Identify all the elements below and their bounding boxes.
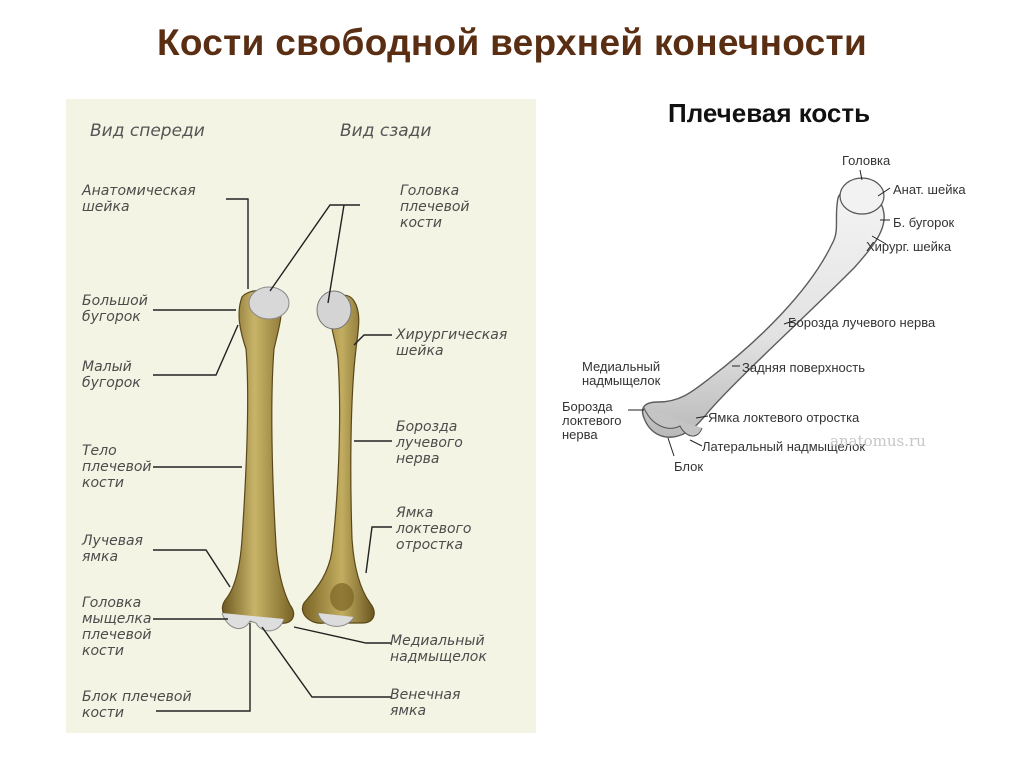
back-head-cartilage (316, 290, 352, 330)
view-back-heading: Вид сзади (340, 121, 432, 141)
front-trochlea (221, 612, 285, 632)
label-humerus-head: Головка плечевой кости (400, 183, 470, 231)
label-greater-tubercle: Большой бугорок (82, 293, 148, 325)
right-panel-title: Плечевая кость (668, 98, 871, 128)
watermark: anatomus.ru (830, 432, 926, 450)
right-label-greater-tubercle: Б. бугорок (893, 215, 955, 230)
label-coronoid-fossa: Венечная ямка (390, 687, 461, 719)
back-trochlea (317, 612, 355, 627)
right-label-olecranon-fossa: Ямка локтевого отростка (708, 410, 860, 425)
humerus-drawing-right (628, 169, 891, 457)
right-condyles (643, 407, 703, 437)
right-humerus-bone (641, 187, 885, 438)
front-head-cartilage (248, 286, 290, 320)
humerus-drawing-left (153, 198, 392, 712)
slide-title: Кости свободной верхней конечности (157, 22, 867, 63)
right-leader-lines (628, 169, 891, 457)
right-label-head: Головка (842, 153, 891, 168)
leader-lines (153, 198, 392, 712)
right-humerus-head (839, 177, 885, 215)
label-olecranon-fossa: Ямка локтевого отростка (396, 505, 472, 553)
view-front-heading: Вид спереди (90, 121, 205, 141)
label-radial-groove: Борозда лучевого нерва (396, 419, 463, 467)
label-trochlea: Блок плечевой кости (82, 689, 192, 721)
right-label-ulnar-groove: Борозда локтевого нерва (562, 399, 622, 442)
right-label-anat-neck: Анат. шейка (893, 182, 966, 197)
front-humerus-bone (221, 289, 295, 624)
back-olecranon-fossa (330, 583, 354, 611)
right-label-radial-groove: Борозда лучевого нерва (788, 315, 936, 330)
right-label-surgical-neck: Хирург. шейка (866, 239, 952, 254)
label-lesser-tubercle: Малый бугорок (82, 359, 141, 391)
right-label-medial-epicondyle: Медиальный надмыщелок (582, 359, 661, 388)
back-humerus-bone (301, 294, 375, 624)
label-shaft: Тело плечевой кости (82, 443, 152, 491)
label-surgical-neck: Хирургическая шейка (396, 327, 508, 359)
right-label-trochlea: Блок (674, 459, 704, 474)
label-capitulum: Головка мыщелка плечевой кости (82, 595, 152, 659)
humerus-front-back-illustration: Вид спереди Вид сзади Анатомическая шейк… (66, 99, 536, 733)
label-anatomical-neck: Анатомическая шейка (82, 183, 196, 215)
right-label-lateral-epicondyle: Латеральный надмыщелок (702, 439, 866, 454)
label-medial-epicondyle: Медиальный надмыщелок (390, 633, 487, 665)
label-radial-fossa: Лучевая ямка (82, 533, 143, 565)
right-label-posterior-surface: Задняя поверхность (742, 360, 866, 375)
